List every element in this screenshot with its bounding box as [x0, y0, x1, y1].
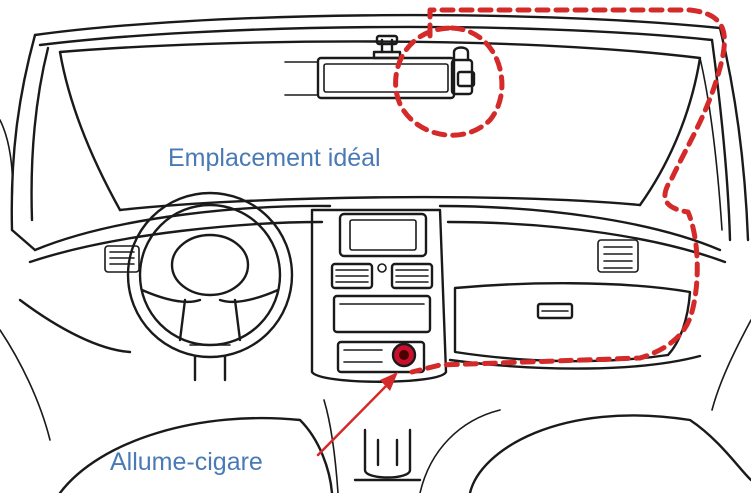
left-a-pillar [0, 35, 48, 250]
lighter-pointer-arrow [318, 372, 398, 455]
steering-wheel [128, 193, 292, 380]
dashcam-device [452, 48, 474, 95]
center-console [312, 210, 446, 382]
right-a-pillar [700, 28, 748, 240]
glovebox [455, 283, 690, 361]
rearview-mirror [285, 36, 454, 98]
cigarette-lighter-label: Allume-cigare [110, 450, 263, 475]
ideal-location-label: Emplacement idéal [168, 146, 381, 171]
dashboard [0, 206, 751, 440]
cigarette-lighter-socket-core [399, 350, 409, 360]
gear-shift [355, 430, 420, 480]
